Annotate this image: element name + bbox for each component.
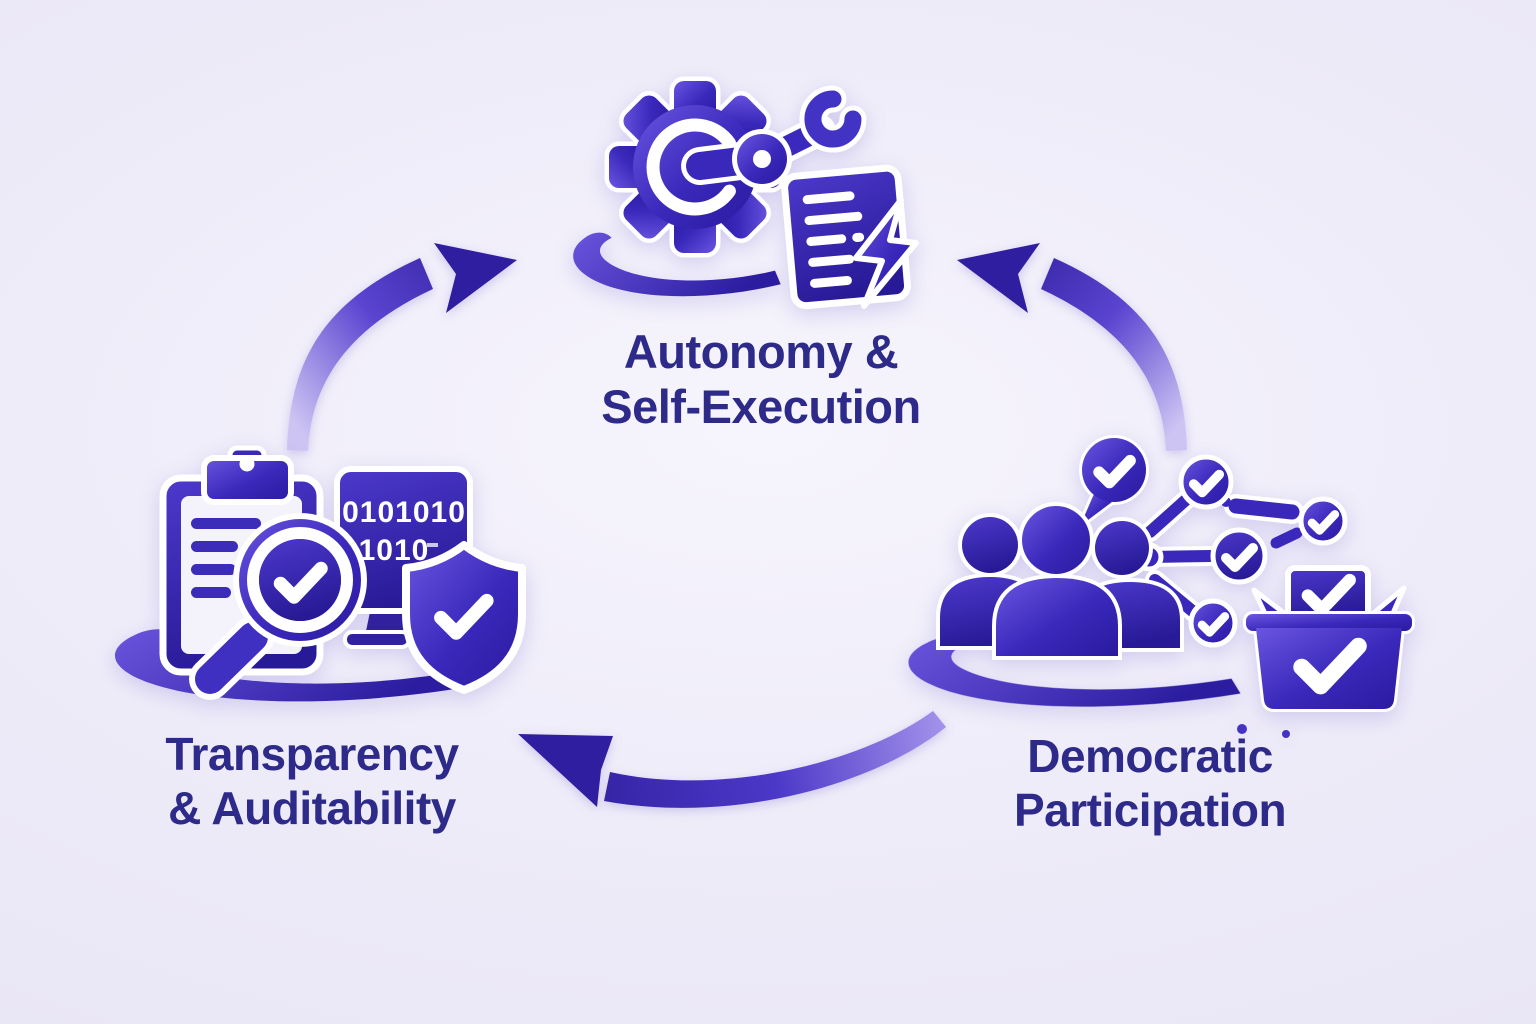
node-label-autonomy: Autonomy & Self-Execution: [511, 324, 1011, 435]
democratic-icon-group: [908, 435, 1415, 738]
wrench-icon: [799, 85, 867, 153]
checklist-lines: [191, 518, 261, 598]
network-node-check: [1178, 454, 1234, 510]
person-front: [992, 502, 1122, 660]
speech-bubble-check-icon: [1077, 435, 1149, 529]
document-text-lines: [802, 191, 865, 288]
shield-check-icon: [402, 541, 526, 694]
arrow-head: [518, 734, 613, 807]
label-line-2: & Auditability: [168, 782, 456, 835]
node-label-democratic: Democratic Participation: [900, 729, 1400, 838]
arrow-body: [287, 258, 433, 451]
binary-text-line1: 0101010: [342, 496, 466, 529]
binary-text-line2: 1010: [359, 534, 430, 567]
lightning-bolt-icon: [853, 197, 919, 309]
ballot-box-icon: [1237, 565, 1415, 738]
magnifier-handle: [195, 622, 268, 694]
label-line-2: Participation: [1013, 784, 1287, 837]
label-line-2: Self-Execution: [601, 380, 921, 434]
arrow-democratic-to-autonomy: [957, 243, 1187, 451]
network-node-check: [1298, 496, 1348, 546]
network-node-check: [1210, 527, 1268, 585]
label-line-1: Autonomy &: [623, 325, 899, 378]
cycle-arrows: [287, 243, 1187, 808]
autonomy-icon-group: [573, 76, 919, 310]
binary-dash: [427, 543, 438, 547]
arrow-democratic-to-transparency: [518, 711, 946, 808]
robotic-arm-wrench-icon: [681, 85, 867, 189]
gear-hub-ring: [646, 118, 736, 216]
sparkle-dot: [1237, 724, 1247, 734]
people-group-icon: [936, 502, 1184, 660]
arrow-body: [1041, 258, 1187, 451]
arrow-body: [604, 711, 946, 808]
label-line-1: Democratic: [1027, 730, 1273, 782]
transparency-icon-group: 0101010 1010: [114, 445, 526, 702]
arrow-head: [957, 243, 1040, 313]
sparkle-dot: [1282, 730, 1290, 738]
arrow-head: [434, 243, 517, 313]
label-line-1: Transparency: [165, 728, 459, 780]
node-label-transparency: Transparency & Auditability: [62, 727, 562, 836]
arrow-transparency-to-autonomy: [287, 243, 517, 451]
magnifier-check-icon: [189, 513, 367, 700]
network-node-check: [1188, 598, 1238, 648]
